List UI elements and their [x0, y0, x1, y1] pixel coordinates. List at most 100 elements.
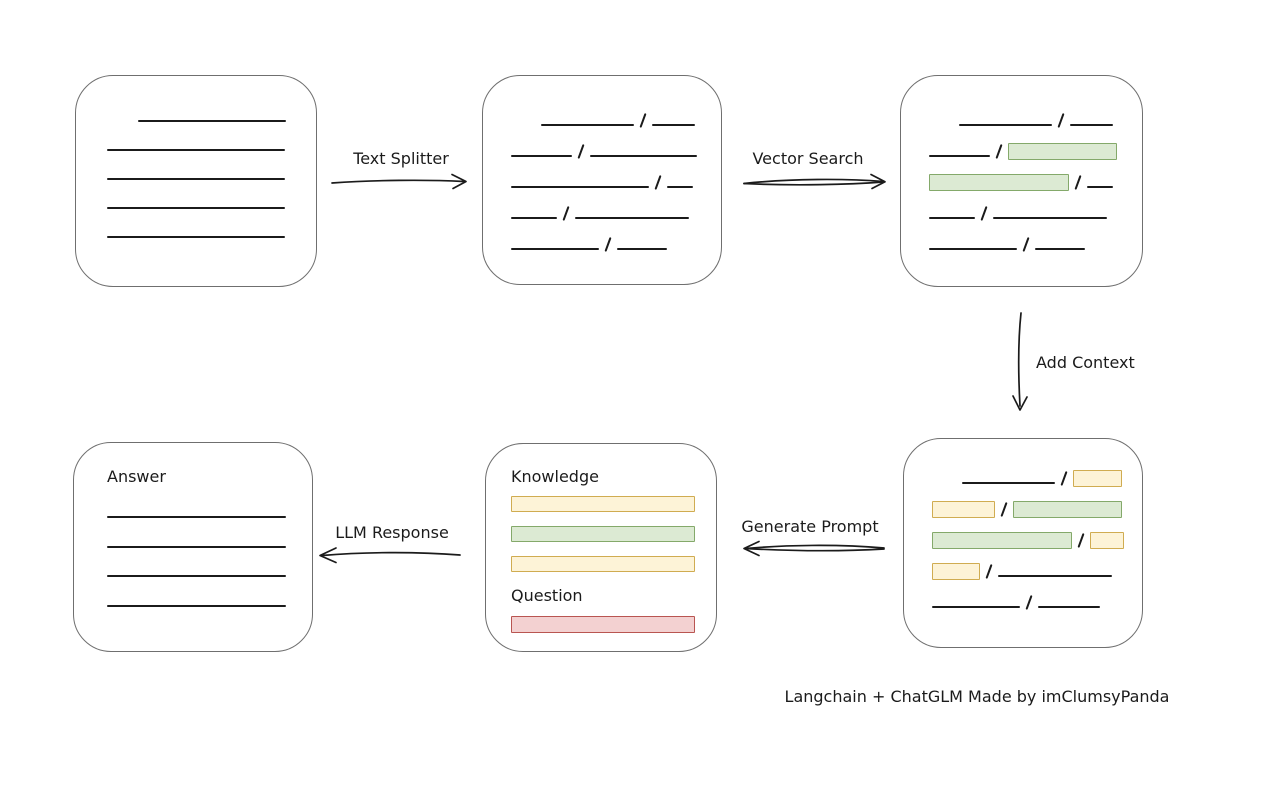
text-line — [511, 217, 557, 219]
red-bar — [511, 616, 695, 633]
green-highlight-chunk — [929, 174, 1069, 191]
text-line — [511, 248, 599, 250]
chunk-row — [932, 532, 1142, 549]
text-line — [1035, 248, 1086, 250]
chunk-row — [929, 143, 1142, 160]
slash-separator — [1022, 237, 1030, 252]
answer-label: Answer — [107, 467, 166, 486]
prompt-box: Knowledge Question — [485, 443, 717, 652]
document-text-lines — [76, 76, 316, 238]
slash-separator — [639, 113, 647, 128]
context-chunks-box — [903, 438, 1143, 648]
llm-response-arrow-left-icon — [319, 547, 461, 564]
text-line — [929, 155, 990, 157]
chunk-row — [932, 470, 1142, 487]
text-line — [929, 248, 1017, 250]
text-line — [998, 575, 1113, 577]
text-line — [667, 186, 694, 188]
vector-search-arrow-right-icon — [743, 173, 886, 190]
slash-separator — [654, 175, 662, 190]
text-line — [107, 236, 285, 238]
text-line — [511, 155, 572, 157]
split-chunks-box — [482, 75, 722, 285]
text-line — [1070, 124, 1114, 126]
slash-separator — [1060, 471, 1068, 486]
text-line — [541, 124, 634, 126]
text-line — [107, 516, 286, 518]
green-highlight-chunk — [1013, 501, 1123, 518]
chunk-rows — [483, 76, 721, 253]
question-label: Question — [511, 586, 583, 605]
generate-prompt-label: Generate Prompt — [741, 517, 879, 536]
chunk-row — [932, 501, 1142, 518]
text-line — [617, 248, 668, 250]
indent — [929, 128, 959, 129]
slash-separator — [1057, 113, 1065, 128]
answer-box: Answer — [73, 442, 313, 652]
answer-text-lines — [107, 516, 312, 607]
yellow-highlight-chunk — [1090, 532, 1125, 549]
yellow-highlight-chunk — [932, 563, 980, 580]
yellow-bar — [511, 496, 695, 512]
chunk-row — [929, 236, 1142, 253]
green-highlight-chunk — [932, 532, 1072, 549]
chunk-rows — [901, 76, 1142, 253]
yellow-highlight-chunk — [932, 501, 995, 518]
chunk-row — [929, 112, 1142, 129]
text-line — [107, 207, 285, 209]
text-line — [107, 604, 286, 607]
knowledge-bars — [511, 496, 716, 572]
yellow-bar — [511, 556, 695, 572]
llm-response-label: LLM Response — [335, 523, 449, 542]
caption: Langchain + ChatGLM Made by imClumsyPand… — [784, 687, 1170, 706]
slash-separator — [604, 237, 612, 252]
question-bars — [511, 616, 716, 633]
text-line — [962, 482, 1055, 484]
chunk-rows — [904, 439, 1142, 611]
indent — [932, 486, 962, 487]
chunk-row — [932, 594, 1142, 611]
chunk-row — [511, 143, 721, 160]
chunk-row — [511, 174, 721, 191]
text-line — [107, 575, 286, 577]
text-line — [107, 149, 285, 151]
chunk-row — [932, 563, 1142, 580]
chunk-row — [511, 236, 721, 253]
add-context-arrow-down-icon — [1012, 312, 1028, 411]
text-line — [652, 124, 696, 126]
slash-separator — [995, 144, 1003, 159]
slash-separator — [985, 564, 993, 579]
text-line — [575, 217, 690, 219]
text-line — [107, 178, 285, 180]
chunk-row — [511, 205, 721, 222]
text-line — [993, 217, 1108, 219]
text-line — [1087, 186, 1114, 188]
yellow-highlight-chunk — [1073, 470, 1123, 487]
slash-separator — [980, 206, 988, 221]
text-line — [932, 606, 1020, 608]
slash-separator — [562, 206, 570, 221]
slash-separator — [1077, 533, 1085, 548]
text-line — [929, 217, 975, 219]
vector-search-result-box — [900, 75, 1143, 287]
text-splitter-arrow-right-icon — [331, 173, 467, 190]
knowledge-label: Knowledge — [511, 467, 599, 486]
green-bar — [511, 526, 695, 542]
slash-separator — [577, 144, 585, 159]
text-line — [511, 186, 649, 188]
text-splitter-label: Text Splitter — [353, 149, 449, 168]
generate-prompt-arrow-left-icon — [743, 540, 885, 557]
green-highlight-chunk — [1008, 143, 1118, 160]
text-line — [590, 155, 698, 157]
slash-separator — [1025, 595, 1033, 610]
text-line — [959, 124, 1052, 126]
text-line — [1038, 606, 1101, 608]
indent — [511, 128, 541, 129]
text-line — [138, 120, 286, 122]
slash-separator — [1074, 175, 1082, 190]
text-line — [107, 545, 286, 548]
vector-search-label: Vector Search — [752, 149, 864, 168]
chunk-row — [929, 205, 1142, 222]
chunk-row — [929, 174, 1142, 191]
